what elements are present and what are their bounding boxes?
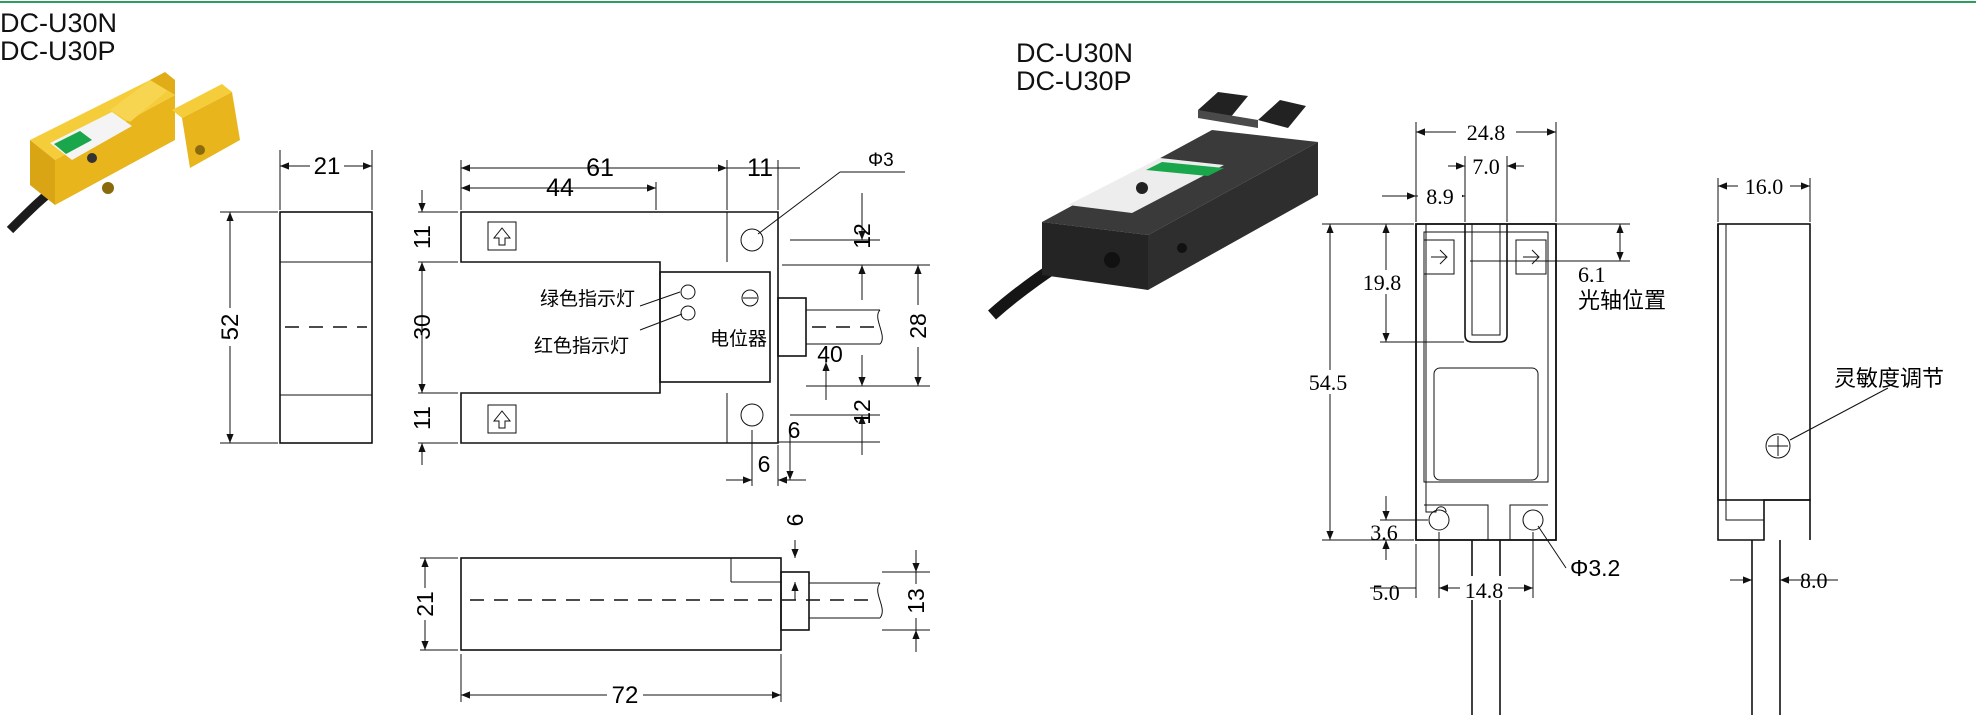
dim-slot-depth: 19.8 xyxy=(1363,270,1402,295)
dim-side-width-right: 16.0 xyxy=(1745,174,1784,199)
dim-hole-offset: 11 xyxy=(747,154,773,182)
potentiometer-label: 电位器 xyxy=(710,328,767,350)
dim-height: 54.5 xyxy=(1309,370,1348,395)
optical-axis-label: 光轴位置 xyxy=(1578,288,1666,313)
green-led-label: 绿色指示灯 xyxy=(540,288,635,310)
dim-bottom-height: 21 xyxy=(412,591,438,617)
dim-hole-x-right: 6 xyxy=(788,417,801,443)
dim-cable-width: 8.0 xyxy=(1800,568,1828,593)
left-side-view: 21 52 xyxy=(216,150,373,444)
dim-hole-dia: Φ3 xyxy=(868,150,894,171)
model-label-left-2: DC-U30P xyxy=(0,36,116,66)
dim-cable-length: 40 xyxy=(817,341,843,367)
right-side-view: 16.0 灵敏度调节 8.0 xyxy=(1717,172,1944,715)
model-label-right-2: DC-U30P xyxy=(1016,66,1132,96)
dim-cable-dia: 13 xyxy=(903,588,929,614)
model-label-right-1: DC-U30N xyxy=(1016,38,1133,68)
dim-bottom-length: 72 xyxy=(612,682,639,709)
dim-side-height: 52 xyxy=(217,314,244,341)
dim-side-width: 21 xyxy=(314,153,341,180)
right-front-view: 24.8 7.0 8.9 19.8 54.5 6.1 光轴位置 xyxy=(1302,118,1666,715)
dim-hole-edge-bottom: 12 xyxy=(849,399,875,425)
left-bottom-view: 21 72 6 13 xyxy=(412,514,930,709)
dim-slot-depth: 44 xyxy=(546,174,574,202)
dim-arm-bottom: 11 xyxy=(409,406,435,430)
dim-slot-offset: 8.9 xyxy=(1426,184,1454,209)
dim-total-length: 61 xyxy=(586,154,614,182)
dim-cable-zone: 28 xyxy=(905,313,931,339)
dim-hole-height: 3.6 xyxy=(1370,520,1398,545)
dim-hole-dia: Φ3.2 xyxy=(1570,555,1620,581)
dim-gap: 30 xyxy=(409,314,435,340)
dim-optical-offset: 6.1 xyxy=(1578,262,1606,287)
dim-hole-spacing: 14.8 xyxy=(1465,578,1504,603)
dim-hole-x: 5.0 xyxy=(1372,580,1400,605)
sensitivity-label: 灵敏度调节 xyxy=(1834,366,1944,391)
left-front-view: 绿色指示灯 红色指示灯 电位器 61 11 44 Φ3 11 30 11 xyxy=(409,150,931,486)
dim-hole-x-bottom: 6 xyxy=(758,451,771,477)
dim-slot-width: 7.0 xyxy=(1472,154,1500,179)
dim-arm-top: 11 xyxy=(409,225,435,249)
dim-bottom-step: 6 xyxy=(782,514,808,527)
model-label-left-1: DC-U30N xyxy=(0,8,117,38)
black-sensor-photo xyxy=(988,92,1318,320)
dim-width: 24.8 xyxy=(1467,120,1506,145)
dim-hole-edge-top: 12 xyxy=(849,223,875,249)
yellow-sensor-photo xyxy=(6,72,240,234)
red-led-label: 红色指示灯 xyxy=(534,335,629,357)
